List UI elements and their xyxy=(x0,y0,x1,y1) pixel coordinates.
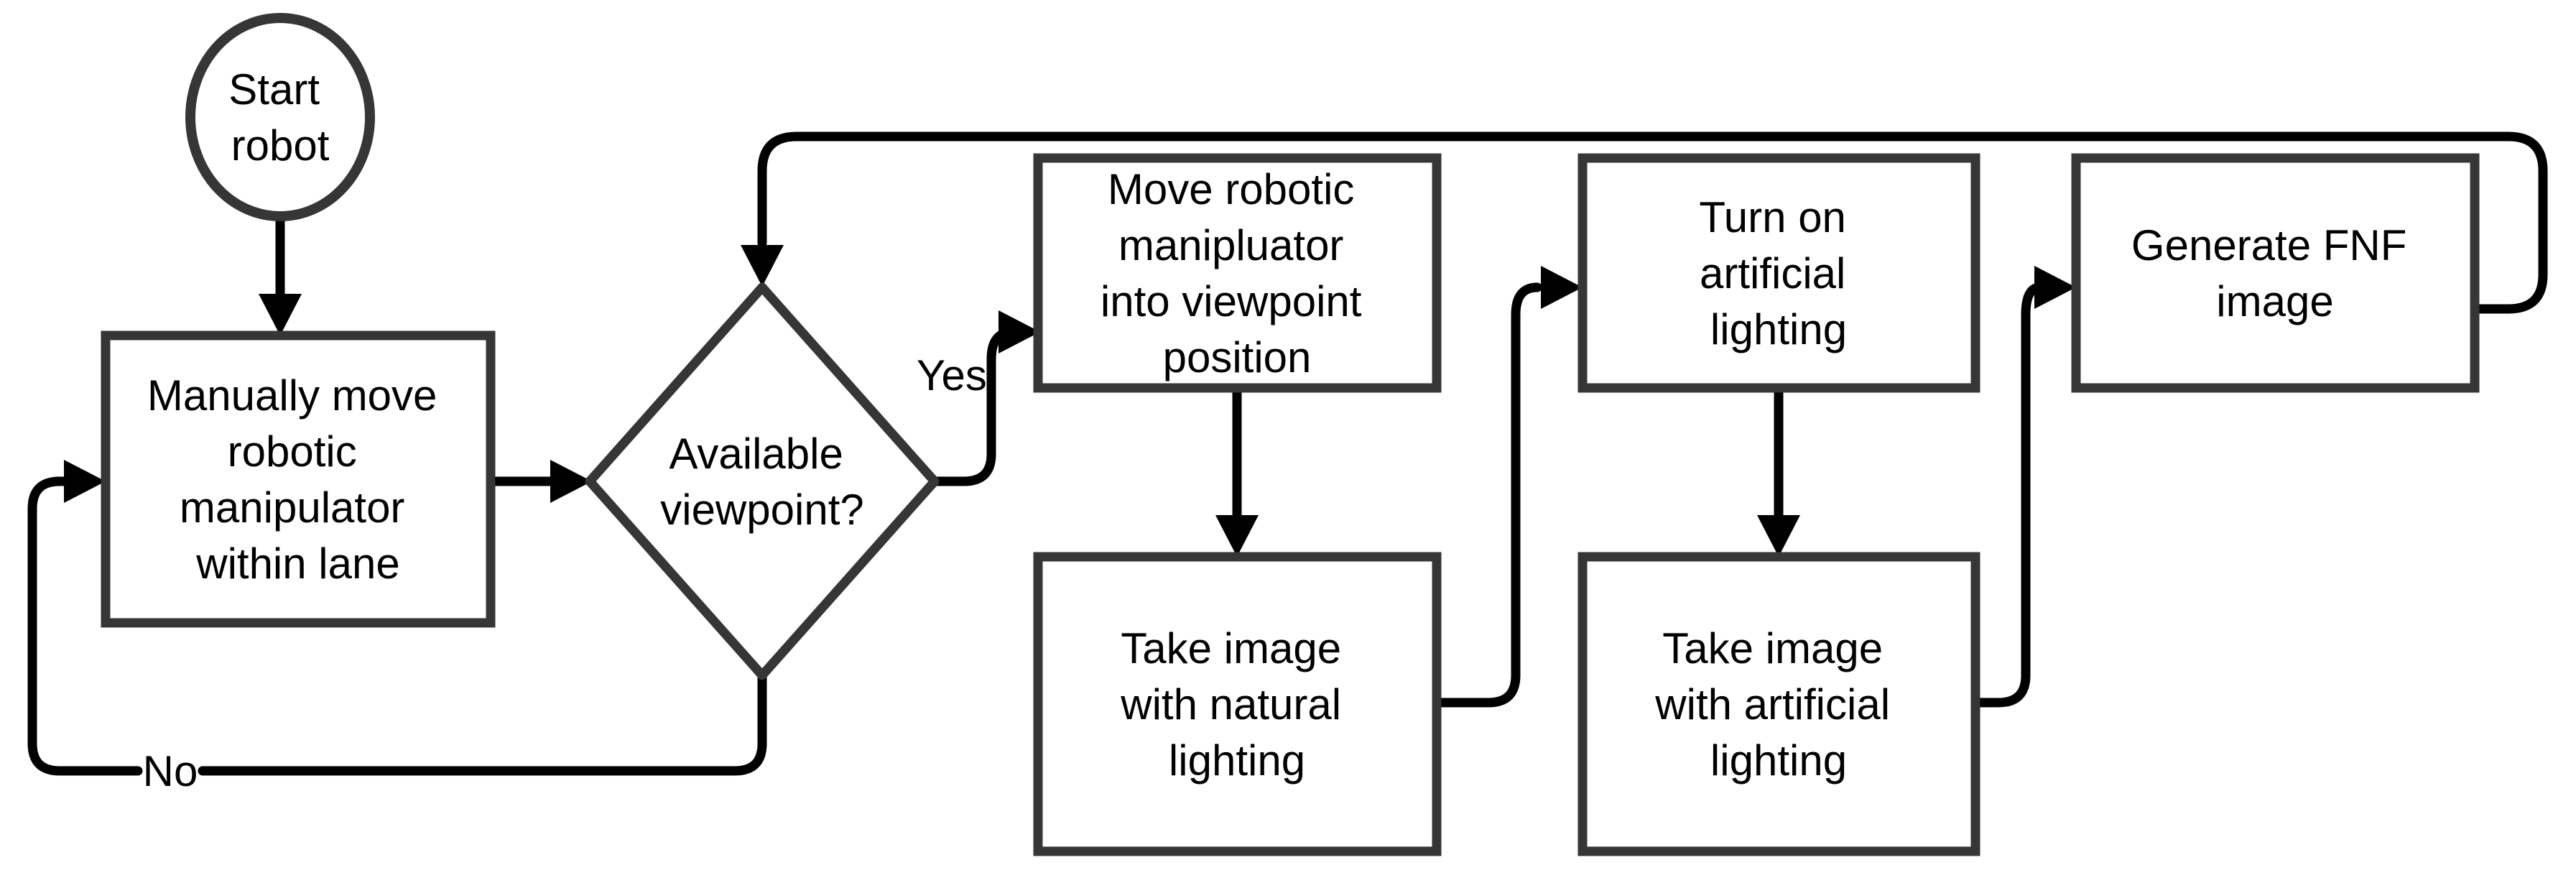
edge-generate-return-loop xyxy=(757,131,2548,314)
label-yes: Yes xyxy=(917,351,987,399)
label-generate-fnf: Generate FNF image xyxy=(2131,221,2419,325)
label-take-image-natural: Take image with natural lighting xyxy=(1120,624,1353,785)
label-move-manipulator: Move robotic manipluator into viewpoint … xyxy=(1101,165,1373,381)
node-manually-move-box xyxy=(101,330,496,628)
node-take-image-natural-box xyxy=(1033,552,1442,856)
node-move-manipulator-box xyxy=(1033,153,1442,393)
arrowhead-artificial-to-generate xyxy=(2034,266,2076,309)
arrowhead-natural-to-lighting xyxy=(1541,266,1583,309)
label-turn-on-lighting: Turn on artificial lighting xyxy=(1699,193,1858,353)
edge-decision-no-loop-right xyxy=(198,670,767,776)
edge-decision-no-loop-left xyxy=(27,476,143,776)
node-start-ellipse xyxy=(185,13,375,221)
label-no: No xyxy=(143,747,198,795)
arrowhead-start-to-manual xyxy=(259,294,302,335)
arrowhead-lighting-to-artificial xyxy=(1757,515,1800,557)
label-manually-move: Manually move robotic manipulator within… xyxy=(147,371,449,588)
arrowhead-move-to-natural xyxy=(1215,515,1259,557)
arrowhead-manual-to-decision xyxy=(550,460,592,503)
label-take-image-artificial: Take image with artificial lighting xyxy=(1654,624,1901,785)
arrowhead-return-into-decision xyxy=(741,245,784,287)
node-take-image-artificial-box xyxy=(1577,552,1980,856)
label-available-viewpoint: Available viewpoint? xyxy=(660,430,864,534)
label-start: Start robot xyxy=(228,65,331,170)
edge-natural-to-lighting xyxy=(1432,282,1542,708)
node-generate-fnf-box xyxy=(2071,153,2480,393)
arrowhead-no-into-manual xyxy=(64,460,106,503)
node-available-viewpoint-diamond xyxy=(585,282,940,680)
node-turn-on-lighting-box xyxy=(1577,153,1980,393)
edge-artificial-to-generate xyxy=(1970,282,2045,708)
arrowhead-decision-yes xyxy=(999,310,1040,353)
